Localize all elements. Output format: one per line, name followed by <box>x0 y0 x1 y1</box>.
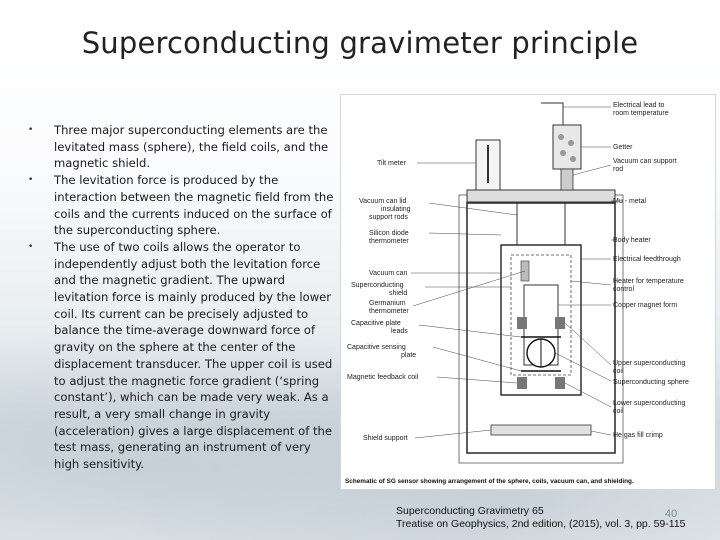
reference: Superconducting Gravimetry 65 Treatise o… <box>396 505 686 531</box>
label-insulating: insulating <box>381 206 411 213</box>
reference-line-2: Treatise on Geophysics, 2nd edition, (20… <box>396 518 686 530</box>
label-body-heater: Body heater <box>613 237 651 244</box>
label-room-temperature: room temperature <box>613 110 669 117</box>
label-superconducting: Superconducting <box>351 282 404 289</box>
electrical-lead <box>541 102 564 125</box>
label-capacitive-sensing: Capacitive sensing <box>347 344 406 351</box>
schematic-drawing <box>411 102 624 464</box>
label-thermometer-1: thermometer <box>369 238 409 245</box>
lower-coil-left <box>517 377 527 389</box>
label-mu-metal: Mu - metal <box>613 198 647 205</box>
upper-coil-left <box>517 317 527 329</box>
bullet-text: The use of two coils allows the operator… <box>54 239 333 472</box>
label-thermometer-2: thermometer <box>369 308 409 315</box>
bullet-text: Three major superconducting elements are… <box>54 123 329 171</box>
vacuum-can-support-rod <box>560 168 574 191</box>
label-shield-support: Shield support <box>363 435 408 442</box>
bullet-marker: • <box>28 241 34 252</box>
bullet-marker: • <box>28 125 34 135</box>
bullet-text: The levitation force is produced by the … <box>54 173 334 238</box>
label-plate: plate <box>401 352 416 359</box>
label-lower-superconducting: Lower superconducting <box>613 400 685 407</box>
label-vacuum-can-lid: Vacuum can lid <box>359 198 406 205</box>
top-flange <box>466 189 616 203</box>
bullet-item: • The levitation force is produced by the… <box>24 172 334 239</box>
label-support-rods: support rods <box>369 214 408 221</box>
label-upper-superconducting: Upper superconducting <box>613 360 685 367</box>
vacuum-can <box>500 244 582 396</box>
bullet-marker: • <box>28 175 34 186</box>
lower-coil-right <box>555 377 565 389</box>
schematic-labels: Tilt meter Vacuum can lid insulating sup… <box>345 102 689 485</box>
label-capacitive-plate: Capacitive plate <box>351 320 401 327</box>
upper-coil-right <box>555 317 565 329</box>
bullet-list: • Three major superconducting elements ar… <box>24 122 334 473</box>
label-electrical-lead: Electrical lead to <box>613 102 664 109</box>
label-vacuum-can-support: Vacuum can support <box>613 158 677 165</box>
page-number: 40 <box>665 508 678 520</box>
label-getter: Getter <box>613 144 633 151</box>
label-copper-magnet-form: Copper magnet form <box>613 302 677 309</box>
label-leads: leads <box>391 328 408 335</box>
superconducting-shield-outline <box>466 202 616 454</box>
label-electrical-feedthrough: Electrical feedthrough <box>613 256 681 263</box>
label-coil-upper: coil <box>613 368 624 375</box>
label-rod: rod <box>613 166 623 173</box>
getter-grain <box>558 134 564 140</box>
label-shield: shield <box>389 290 407 297</box>
sg-sensor-schematic: Tilt meter Vacuum can lid insulating sup… <box>340 94 716 490</box>
bullet-item: • Three major superconducting elements ar… <box>24 122 334 172</box>
getter-grain <box>560 150 566 156</box>
leader-lines-right <box>554 106 623 436</box>
label-he-gas-fill-crimp: He gas fill crimp <box>613 432 663 439</box>
label-germanium: Germanium <box>369 300 406 307</box>
reference-line-1: Superconducting Gravimetry 65 <box>396 505 544 517</box>
getter-grain <box>570 156 576 162</box>
label-coil-lower: coil <box>613 408 624 415</box>
label-silicon-diode: Silicon diode <box>369 230 409 237</box>
label-vacuum-can: Vacuum can <box>369 270 407 277</box>
label-magnetic-feedback-coil: Magnetic feedback coil <box>347 374 419 381</box>
slide-title: Superconducting gravimeter principle <box>81 26 639 60</box>
label-tilt-meter: Tilt meter <box>377 160 407 167</box>
label-superconducting-sphere: Superconducting sphere <box>613 379 689 386</box>
getter-grain <box>568 140 574 146</box>
inner-shield <box>510 254 572 376</box>
label-control: control <box>613 286 634 293</box>
label-heater-for-temperature: Heater for temperature <box>613 278 684 285</box>
bullet-item: • The use of two coils allows the operato… <box>24 239 334 473</box>
leader-lines-left <box>411 162 526 439</box>
figure-caption: Schematic of SG sensor showing arrangeme… <box>345 478 634 485</box>
